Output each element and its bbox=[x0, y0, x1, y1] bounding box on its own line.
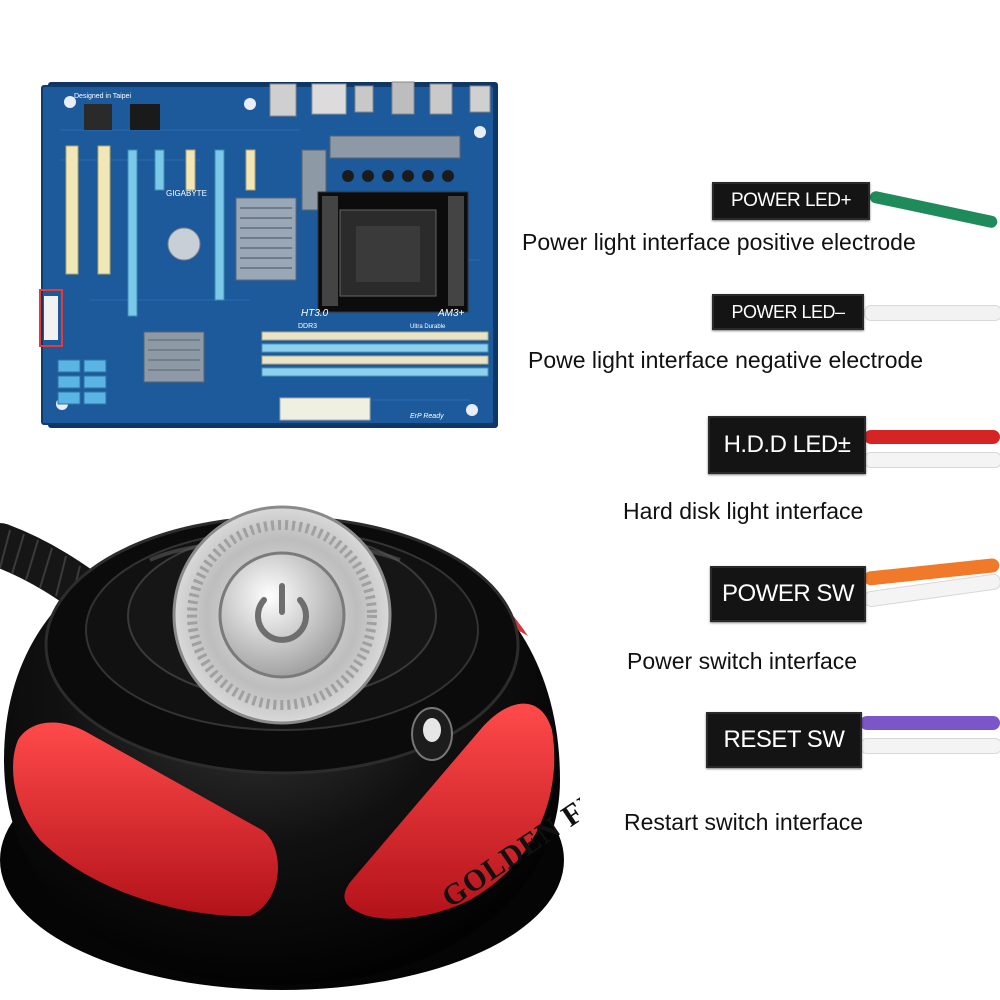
caption-power-led-positive: Power light interface positive electrode bbox=[522, 229, 916, 255]
motherboard-image: HT3.0 AM3+ DDR3 Ultra Durable Designed i… bbox=[39, 81, 498, 428]
ultra-durable-print: Ultra Durable bbox=[410, 324, 446, 330]
plug-power-led-positive: POWER LED+ bbox=[712, 182, 870, 220]
gigabyte-print: GIGABYTE bbox=[166, 189, 207, 198]
wire-hdd-led-red bbox=[864, 430, 1000, 444]
erp-print: ErP Ready bbox=[410, 413, 444, 420]
red-panel-left bbox=[13, 722, 278, 917]
plug-hdd-led: H.D.D LED± bbox=[708, 416, 866, 474]
wire-hdd-led-white bbox=[864, 452, 1000, 468]
plug-label: RESET SW bbox=[723, 726, 845, 753]
wire-power-led-positive bbox=[868, 190, 999, 229]
caption-reset-sw: Restart switch interface bbox=[624, 809, 864, 835]
front-panel-header-highlight bbox=[39, 289, 63, 347]
caption-power-sw: Power switch interface bbox=[627, 648, 858, 674]
power-icon bbox=[255, 583, 309, 643]
designed-print: Designed in Taipei bbox=[74, 93, 132, 100]
plug-reset-sw: RESET SW bbox=[706, 712, 862, 768]
wire-reset-sw-white bbox=[860, 738, 1000, 754]
wire-power-led-negative bbox=[864, 305, 1000, 321]
power-button-device: GOLDEN FIELD bbox=[0, 505, 580, 990]
plug-label: H.D.D LED± bbox=[723, 431, 851, 458]
am3-print: AM3+ bbox=[437, 308, 465, 319]
red-panel-right bbox=[344, 703, 555, 919]
ht3-print: HT3.0 bbox=[301, 308, 329, 319]
plug-power-sw: POWER SW bbox=[710, 566, 866, 622]
ddr3-print: DDR3 bbox=[298, 323, 317, 330]
plug-label: POWER SW bbox=[722, 580, 855, 607]
plug-power-led-negative: POWER LED– bbox=[712, 294, 864, 330]
wire-reset-sw-purple bbox=[860, 716, 1000, 730]
caption-power-led-negative: Powe light interface negative electrode bbox=[528, 347, 924, 373]
plug-label: POWER LED– bbox=[731, 301, 845, 322]
plug-label: POWER LED+ bbox=[730, 190, 852, 211]
memory-slots bbox=[261, 331, 489, 377]
caption-hdd-led: Hard disk light interface bbox=[623, 498, 864, 524]
